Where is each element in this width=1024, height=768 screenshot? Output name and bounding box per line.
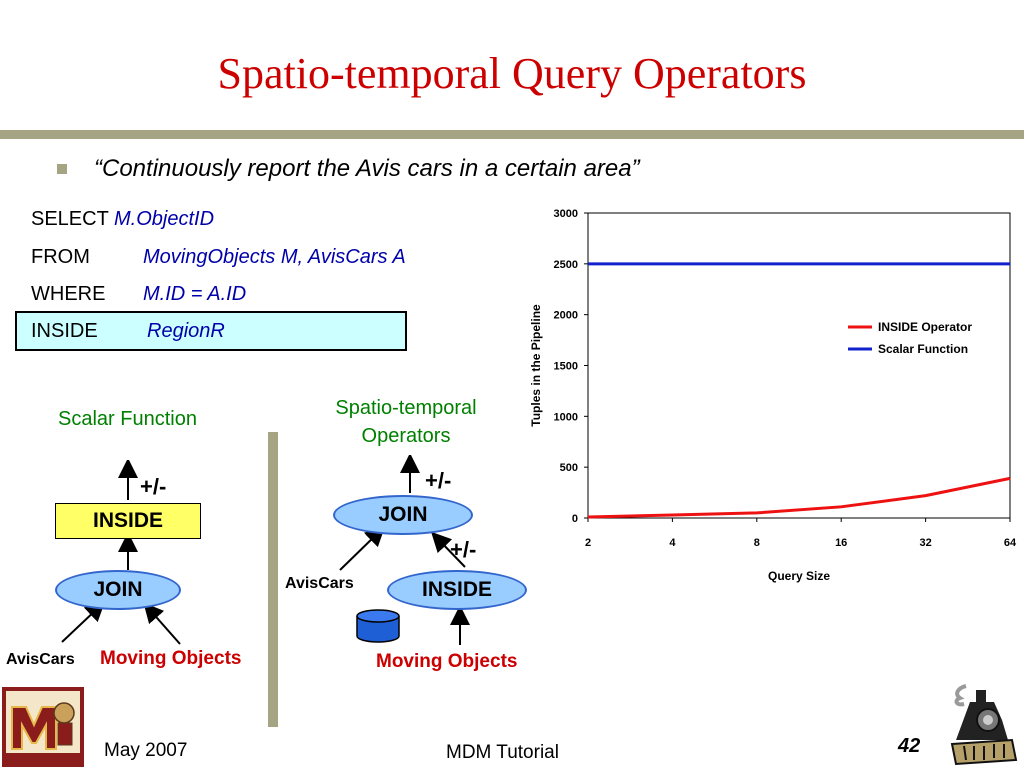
legend-label: Scalar Function <box>878 342 968 356</box>
inside-value: RegionR <box>147 320 225 342</box>
y-axis-label: Tuples in the Pipeline <box>529 304 543 427</box>
footer-title: MDM Tutorial <box>446 742 559 763</box>
university-of-minnesota-logo <box>2 687 84 767</box>
select-keyword: SELECT <box>31 208 109 230</box>
database-cylinder-icon <box>356 609 400 643</box>
st-heading-line1: Spatio-temporal <box>335 397 477 419</box>
legend-label: INSIDE Operator <box>878 320 972 334</box>
inside-keyword: INSIDE <box>31 320 98 342</box>
plot-area <box>587 212 1011 519</box>
x-tick-label: 64 <box>1004 537 1017 549</box>
x-tick-label: 2 <box>585 537 591 549</box>
x-tick-label: 16 <box>835 537 847 549</box>
x-tick-label: 8 <box>754 537 760 549</box>
query-select-line: SELECT M.ObjectID <box>31 208 214 231</box>
from-value: MovingObjects M, AvisCars A <box>143 246 406 268</box>
bullet-text: “Continuously report the Avis cars in a … <box>94 155 640 182</box>
bullet-square-icon <box>57 164 67 174</box>
st-plus-minus-mid: +/- <box>450 537 477 562</box>
st-plan-arrows <box>339 455 470 645</box>
st-join-node: JOIN <box>333 495 473 535</box>
st-moving-objects-label: Moving Objects <box>376 651 518 672</box>
scalar-aviscars-label: AvisCars <box>6 651 75 668</box>
query-from-line: FROM <box>31 246 90 269</box>
scalar-plus-minus: +/- <box>140 474 167 499</box>
query-where-line: WHERE <box>31 283 105 306</box>
where-value: M.ID = A.ID <box>143 283 247 305</box>
slide-title: Spatio-temporal Query Operators <box>217 49 807 98</box>
st-plus-minus-top: +/- <box>425 468 452 493</box>
st-inside-node: INSIDE <box>387 570 527 610</box>
title-divider <box>0 130 1024 139</box>
scalar-moving-objects-label: Moving Objects <box>100 648 242 669</box>
scalar-inside-node: INSIDE <box>55 503 201 539</box>
y-tick-label: 1500 <box>554 361 578 373</box>
st-aviscars-label: AvisCars <box>285 575 354 592</box>
inside-clause-box <box>15 311 407 351</box>
where-keyword: WHERE <box>31 283 106 305</box>
st-plan-heading: Spatio-temporal Operators <box>300 394 512 450</box>
footer-date: May 2007 <box>104 740 188 761</box>
scalar-plan-arrows <box>61 460 181 645</box>
from-keyword: FROM <box>31 246 90 268</box>
y-tick-label: 0 <box>572 513 578 525</box>
plan-separator-bar <box>268 432 278 727</box>
scalar-plan-heading: Scalar Function <box>58 408 197 430</box>
x-tick-label: 4 <box>669 537 676 549</box>
st-heading-line2: Operators <box>361 425 451 447</box>
series-line-inside-operator <box>587 476 1011 519</box>
purdue-train-logo <box>950 684 1018 766</box>
page-number: 42 <box>898 735 921 757</box>
y-tick-label: 1000 <box>554 411 578 423</box>
y-tick-label: 2000 <box>554 310 578 322</box>
x-axis-label: Query Size <box>768 569 830 583</box>
y-tick-label: 2500 <box>554 259 578 271</box>
y-tick-label: 3000 <box>554 208 578 220</box>
select-value: M.ObjectID <box>114 208 215 230</box>
scalar-join-node: JOIN <box>55 570 181 610</box>
y-tick-label: 500 <box>560 462 578 474</box>
x-tick-label: 32 <box>919 537 931 549</box>
